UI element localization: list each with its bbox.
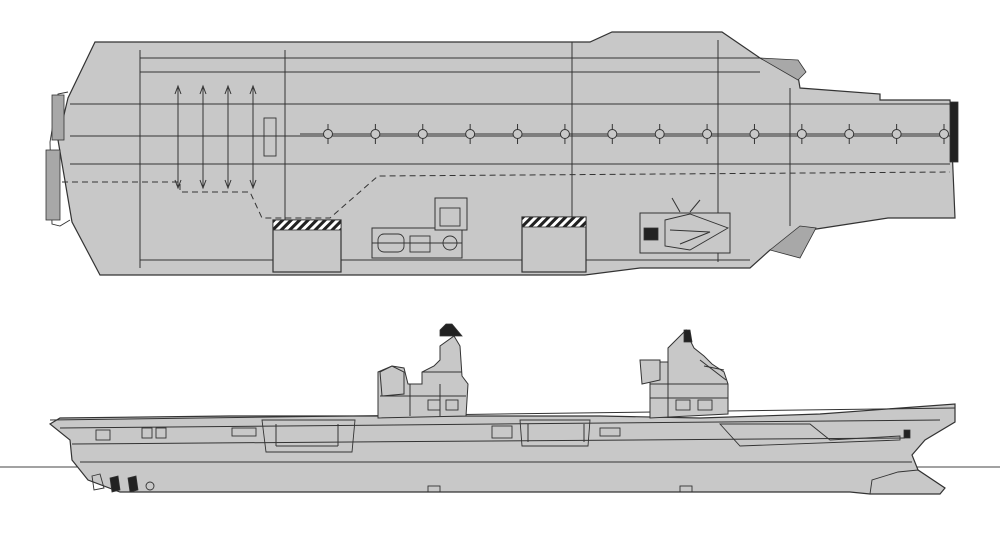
landing-spot-marker [891, 124, 902, 144]
bow-bulb [869, 469, 946, 495]
stern-edge [949, 101, 959, 163]
lift-aft-hatch [521, 216, 587, 228]
forward-island-plan [371, 197, 468, 259]
deck-fitting-6 [491, 425, 513, 439]
sponson-top-right [759, 57, 807, 81]
side-profile [0, 323, 1000, 495]
landing-spot-marker [417, 124, 428, 144]
landing-spot-marker [607, 124, 618, 144]
landing-spot-marker [465, 124, 476, 144]
landing-spot-marker [559, 124, 570, 144]
launch-arrows [174, 84, 257, 190]
landing-spot-marker [512, 124, 523, 144]
runway-dashed-line [62, 171, 951, 219]
landing-spot-marker [654, 124, 665, 144]
anchor-icon [903, 429, 911, 439]
lift-forward-hatch [272, 219, 342, 231]
landing-spot-marker [702, 124, 713, 144]
propellers-and-rudders [91, 473, 155, 493]
deck-recess-box [263, 117, 277, 157]
stabiliser-fin-2 [679, 485, 693, 493]
hangar-opening-forward [261, 419, 356, 453]
flight-deck-edge-profile [49, 407, 956, 421]
landing-spot-markers [323, 124, 949, 144]
deck-fitting-1 [95, 429, 111, 441]
flight-deck-plan [45, 31, 959, 276]
landing-spot-marker [370, 124, 381, 144]
hangar-deck-line [71, 437, 906, 445]
sponson-bottom-right [769, 225, 817, 259]
hull-profile [48, 403, 956, 495]
landing-spot-marker [749, 124, 760, 144]
forward-island-profile [377, 323, 469, 419]
lift-aft [521, 216, 587, 273]
deck-fitting-2 [141, 427, 153, 439]
aft-island-profile [639, 329, 729, 419]
deck-fitting-5 [599, 427, 621, 437]
bow-edge-gallery-2 [45, 149, 61, 221]
hangar-opening-aft [519, 419, 591, 447]
deck-fitting-4 [231, 427, 257, 437]
deck-arrow [174, 84, 182, 190]
bow-edge-gallery-1 [51, 94, 65, 141]
landing-spot-marker [844, 124, 855, 144]
gallery-deck-line [59, 419, 941, 429]
landing-spot-marker [939, 124, 949, 144]
deck-arrow [249, 84, 257, 190]
landing-spot-marker [796, 124, 807, 144]
lift-forward [272, 219, 342, 273]
aft-sponson-ramp [718, 423, 901, 447]
stabiliser-fin-1 [427, 485, 441, 493]
landing-spot-marker [323, 124, 333, 144]
deck-arrow [199, 84, 207, 190]
aft-island-plan [639, 197, 731, 254]
deck-arrow [224, 84, 232, 190]
flight-deck-outline [57, 31, 956, 276]
deck-fitting-3 [155, 427, 167, 439]
